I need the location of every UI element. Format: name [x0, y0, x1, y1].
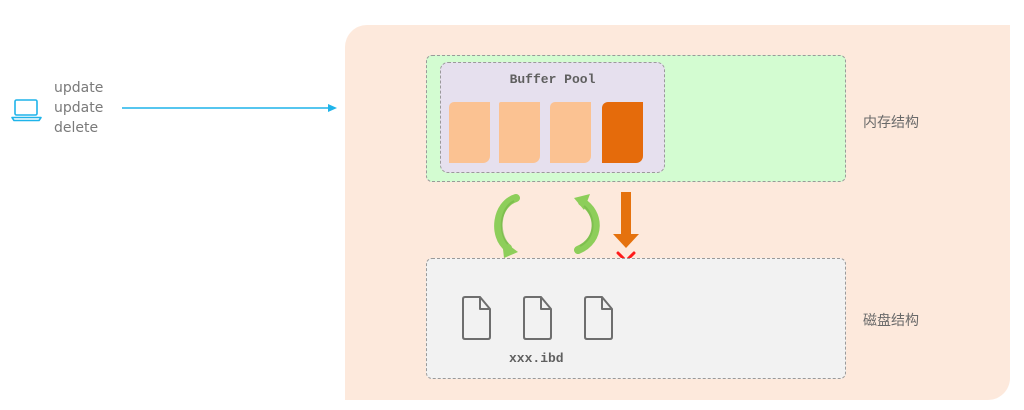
buffer-pool-title: Buffer Pool — [509, 72, 596, 87]
direct-write-arrow-icon — [613, 192, 639, 248]
operation-list: update update delete — [54, 78, 103, 138]
file-icon — [584, 296, 613, 340]
memory-structure-label: 内存结构 — [863, 115, 919, 131]
operation-item: delete — [54, 120, 99, 136]
dirty-buffer-page — [602, 102, 643, 163]
request-arrow — [122, 104, 337, 112]
file-icon — [462, 296, 491, 340]
file-label: xxx.ibd — [509, 351, 564, 366]
buffer-page — [449, 102, 490, 163]
disk-structure-box — [426, 258, 846, 379]
file-icon — [523, 296, 552, 340]
flush-arrow-icon — [574, 194, 600, 254]
disk-structure-label: 磁盘结构 — [863, 313, 919, 329]
operation-item: update — [54, 80, 104, 96]
buffer-page — [499, 102, 540, 163]
load-arrow-icon — [494, 194, 520, 258]
operation-item: update — [54, 100, 104, 116]
buffer-page — [550, 102, 591, 163]
laptop-icon — [11, 99, 42, 122]
